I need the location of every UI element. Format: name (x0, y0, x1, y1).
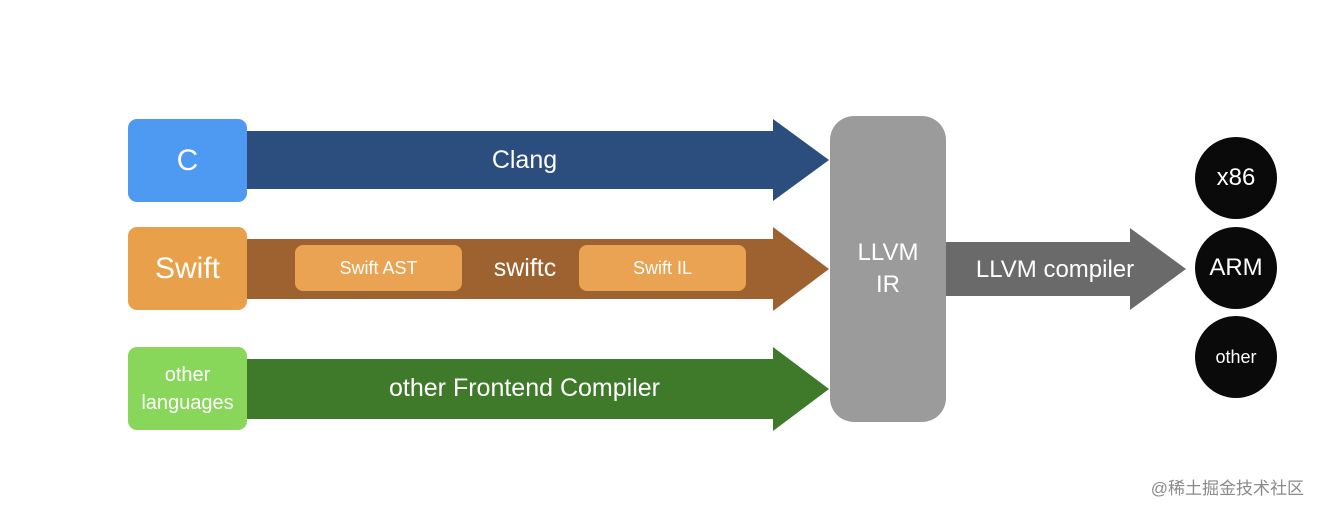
clang-arrow (247, 119, 829, 201)
clang-label: Clang (491, 146, 558, 174)
other-frontend-arrow (247, 347, 829, 431)
llvm-compiler-arrow (946, 228, 1186, 310)
source-label-swift: Swift (154, 251, 220, 285)
source-label-other-line2: languages (141, 391, 234, 414)
llvm-ir-label-line1: LLVM (857, 239, 919, 266)
target-x86-label: x86 (1216, 164, 1256, 191)
swift-ast-label: Swift AST (339, 257, 418, 278)
target-arm: ARM (1195, 227, 1277, 309)
source-label-other-line1: other (164, 363, 211, 386)
target-other: other (1195, 316, 1277, 398)
source-box-c: C (128, 119, 247, 202)
other-frontend-label: other Frontend Compiler (389, 374, 660, 402)
source-label-c: C (176, 143, 199, 177)
target-x86: x86 (1195, 137, 1277, 219)
swiftc-label: swiftc (493, 254, 557, 282)
llvm-compiler-label: LLVM compiler (975, 256, 1135, 283)
source-box-swift: Swift (128, 227, 247, 310)
swift-il-pill: Swift IL (579, 245, 746, 291)
watermark: @稀土掘金技术社区 (1150, 479, 1304, 498)
swift-ast-pill: Swift AST (295, 245, 462, 291)
source-box-other-languages: other languages (128, 347, 247, 430)
llvm-ir-label-line2: IR (876, 271, 900, 298)
target-arm-label: ARM (1209, 254, 1263, 281)
swift-il-label: Swift IL (632, 257, 693, 278)
target-other-label: other (1215, 346, 1257, 367)
llvm-ir-box: LLVM IR (830, 116, 946, 422)
